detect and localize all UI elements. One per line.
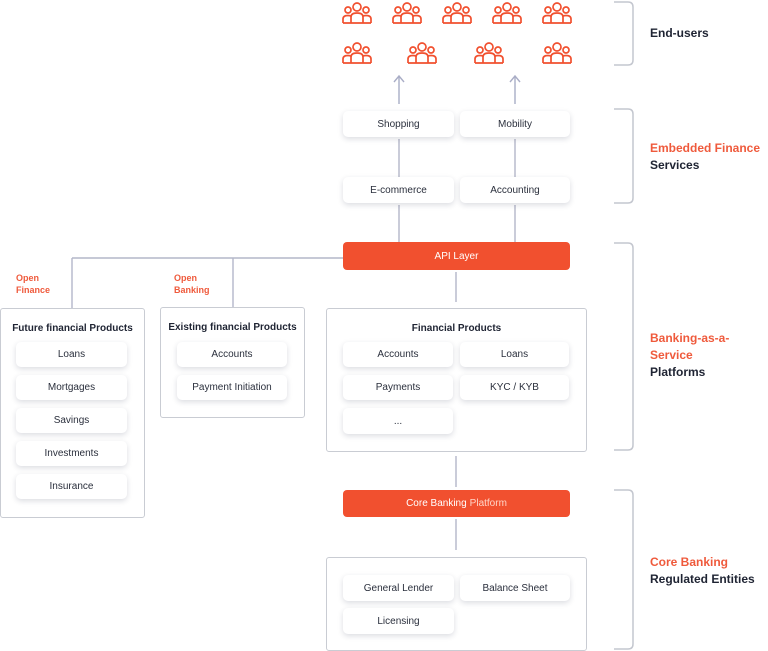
existing-product-accounts: Accounts bbox=[177, 342, 287, 367]
service-shopping: Shopping bbox=[343, 111, 454, 137]
user-group-icon bbox=[542, 42, 572, 64]
financial-product-accounts: Accounts bbox=[343, 342, 453, 367]
arrow-up-icon bbox=[393, 74, 405, 104]
existing-products-title: Existing financial Products bbox=[168, 322, 297, 333]
regulated-licensing: Licensing bbox=[343, 608, 454, 634]
regulated-general-lender: General Lender bbox=[343, 575, 454, 601]
regulated-balance-sheet: Balance Sheet bbox=[460, 575, 570, 601]
future-product-investments: Investments bbox=[16, 441, 127, 466]
api-layer-bar: API Layer bbox=[343, 242, 570, 270]
section-baas-accent: Banking-as-a-Service bbox=[650, 331, 730, 362]
user-group-icon bbox=[442, 2, 472, 24]
section-core-banking-accent: Core Banking bbox=[650, 555, 729, 569]
api-layer-label: API Layer bbox=[434, 250, 479, 262]
service-accounting: Accounting bbox=[460, 177, 570, 203]
section-core-banking-title: Regulated Entities bbox=[650, 572, 755, 586]
user-group-icon bbox=[474, 42, 504, 64]
section-baas: Banking-as-a-Service Platforms bbox=[650, 330, 768, 381]
section-baas-title: Platforms bbox=[650, 365, 706, 379]
open-finance-label: Open Finance bbox=[16, 273, 51, 295]
financial-product-payments: Payments bbox=[343, 375, 453, 400]
section-embedded-finance-accent: Embedded Finance bbox=[650, 141, 761, 155]
core-banking-platform-bar: Core Banking Platform bbox=[343, 490, 570, 517]
service-mobility: Mobility bbox=[460, 111, 570, 137]
regulated-entities-panel bbox=[326, 557, 587, 651]
financial-product-loans: Loans bbox=[460, 342, 569, 367]
future-products-title: Future financial Products bbox=[12, 323, 133, 334]
user-group-icon bbox=[392, 2, 422, 24]
section-end-users-title: End-users bbox=[650, 26, 709, 40]
future-product-savings: Savings bbox=[16, 408, 127, 433]
service-ecommerce: E-commerce bbox=[343, 177, 454, 203]
user-group-icon bbox=[542, 2, 572, 24]
user-group-icon bbox=[342, 2, 372, 24]
section-embedded-finance: Embedded Finance Services bbox=[650, 140, 760, 174]
core-banking-light: Platform bbox=[469, 498, 507, 509]
section-end-users: End-users bbox=[650, 25, 709, 42]
section-brackets bbox=[614, 1, 634, 650]
user-group-icon bbox=[407, 42, 437, 64]
arrow-up-icon bbox=[509, 74, 521, 104]
future-product-loans: Loans bbox=[16, 342, 127, 367]
user-group-icon bbox=[342, 42, 372, 64]
financial-product-more: ... bbox=[343, 408, 453, 434]
financial-products-title: Financial Products bbox=[411, 323, 502, 334]
financial-product-kyc-kyb: KYC / KYB bbox=[460, 375, 569, 400]
section-embedded-finance-title: Services bbox=[650, 158, 700, 172]
open-banking-label: Open Banking bbox=[174, 273, 210, 295]
user-group-icon bbox=[492, 2, 522, 24]
core-banking-bold: Core Banking bbox=[406, 498, 467, 509]
future-product-mortgages: Mortgages bbox=[16, 375, 127, 400]
future-product-insurance: Insurance bbox=[16, 474, 127, 499]
existing-product-payment-initiation: Payment Initiation bbox=[177, 375, 287, 400]
section-core-banking: Core Banking Regulated Entities bbox=[650, 554, 755, 588]
